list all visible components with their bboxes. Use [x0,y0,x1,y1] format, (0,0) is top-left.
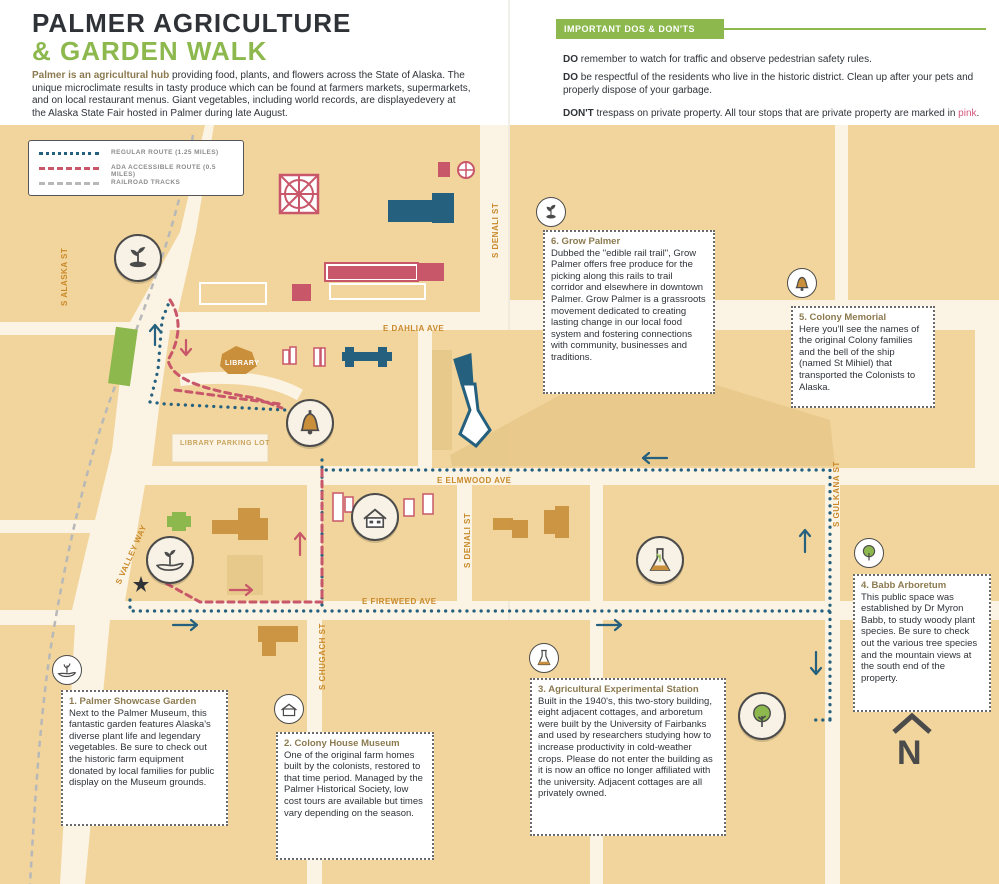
street-dahlia: E DAHLIA AVE [383,324,445,333]
library-label: LIBRARY [225,360,260,367]
agricultural-station-flask-icon[interactable] [636,536,684,584]
legend-regular-route: REGULAR ROUTE (1.25 MILES) [39,147,239,159]
stop-1-desc: Next to the Palmer Museum, this fantasti… [69,707,215,789]
stop-3-flask-icon [529,643,559,673]
stop-4-title: 4. Babb Arboretum [861,580,947,591]
colony-house-icon[interactable] [351,493,399,541]
dos-item-2: DO be respectful of the residents who li… [563,72,974,96]
railroad-tracks [28,134,195,884]
route-legend: REGULAR ROUTE (1.25 MILES) ADA ACCESSIBL… [28,140,244,196]
stop-5-desc: Here you'll see the names of the origina… [799,323,920,393]
street-gulkana: S GULKANA ST [832,461,841,527]
intro-body: providing food, plants, and flowers acro… [32,70,471,119]
stop-4-tree-icon [854,538,884,568]
stop-6-card[interactable]: 6. Grow Palmer Dubbed the "edible rail t… [543,230,715,394]
stop-1-title: 1. Palmer Showcase Garden [69,696,197,707]
legend-ada-route: ADA ACCESSIBLE ROUTE (0.5 MILES) [39,162,239,178]
stop-5-card[interactable]: 5. Colony Memorial Here you'll see the n… [791,306,935,408]
fairgrounds-buildings [199,161,475,305]
stop-1-card[interactable]: 1. Palmer Showcase Garden Next to the Pa… [61,690,228,826]
dos-item-1: DO remember to watch for traffic and obs… [563,54,872,65]
stop-2-title: 2. Colony House Museum [284,738,400,749]
stop-5-title: 5. Colony Memorial [799,312,887,323]
stop-5-bell-icon [787,268,817,298]
street-alaska: S ALASKA ST [60,247,69,306]
dos-donts-heading: IMPORTANT DOS & DON'TS [556,19,724,39]
intro-lead: Palmer is an agricultural hub [32,70,170,81]
stop-4-card[interactable]: 4. Babb Arboretum This public space was … [853,574,991,712]
street-fireweed: E FIREWEED AVE [362,597,437,606]
colony-memorial-bell-icon[interactable] [286,399,334,447]
stop-6-desc: Dubbed the "edible rail trail", Grow Pal… [551,247,706,363]
stop-3-card[interactable]: 3. Agricultural Experimental Station Bui… [530,678,726,836]
stop-4-desc: This public space was established by Dr … [861,591,978,684]
library-lot-label: LIBRARY PARKING LOT [180,440,270,447]
title-line-1: PALMER AGRICULTURE [32,8,352,38]
stop-3-title: 3. Agricultural Experimental Station [538,684,699,695]
stop-3-desc: Built in the 1940's, this two-story buil… [538,695,713,800]
stop-1-hand-plant-icon [52,655,82,685]
grow-palmer-sprout-icon[interactable] [114,234,162,282]
stop-2-desc: One of the original farm homes built by … [284,749,423,819]
stop-6-title: 6. Grow Palmer [551,236,621,247]
title-line-2: & GARDEN WALK [32,36,268,66]
stop-2-house-icon [274,694,304,724]
stop-6-sprout-icon [536,197,566,227]
showcase-garden-hand-plant-icon[interactable] [146,536,194,584]
babb-arboretum-tree-icon[interactable] [738,692,786,740]
intro-paragraph: Palmer is an agricultural hub providing … [32,70,472,120]
street-elmwood: E ELMWOOD AVE [437,476,512,485]
dos-item-3: DON'T trespass on private property. All … [563,108,980,119]
legend-railroad: RAILROAD TRACKS [39,177,239,189]
street-chugach: S CHUGACH ST [318,623,327,690]
street-denali-top: S DENALI ST [491,202,500,258]
stop-2-card[interactable]: 2. Colony House Museum One of the origin… [276,732,434,860]
dos-heading-rule [716,28,986,30]
street-denali-mid: S DENALI ST [463,512,472,568]
north-arrow-label: N [897,734,922,772]
